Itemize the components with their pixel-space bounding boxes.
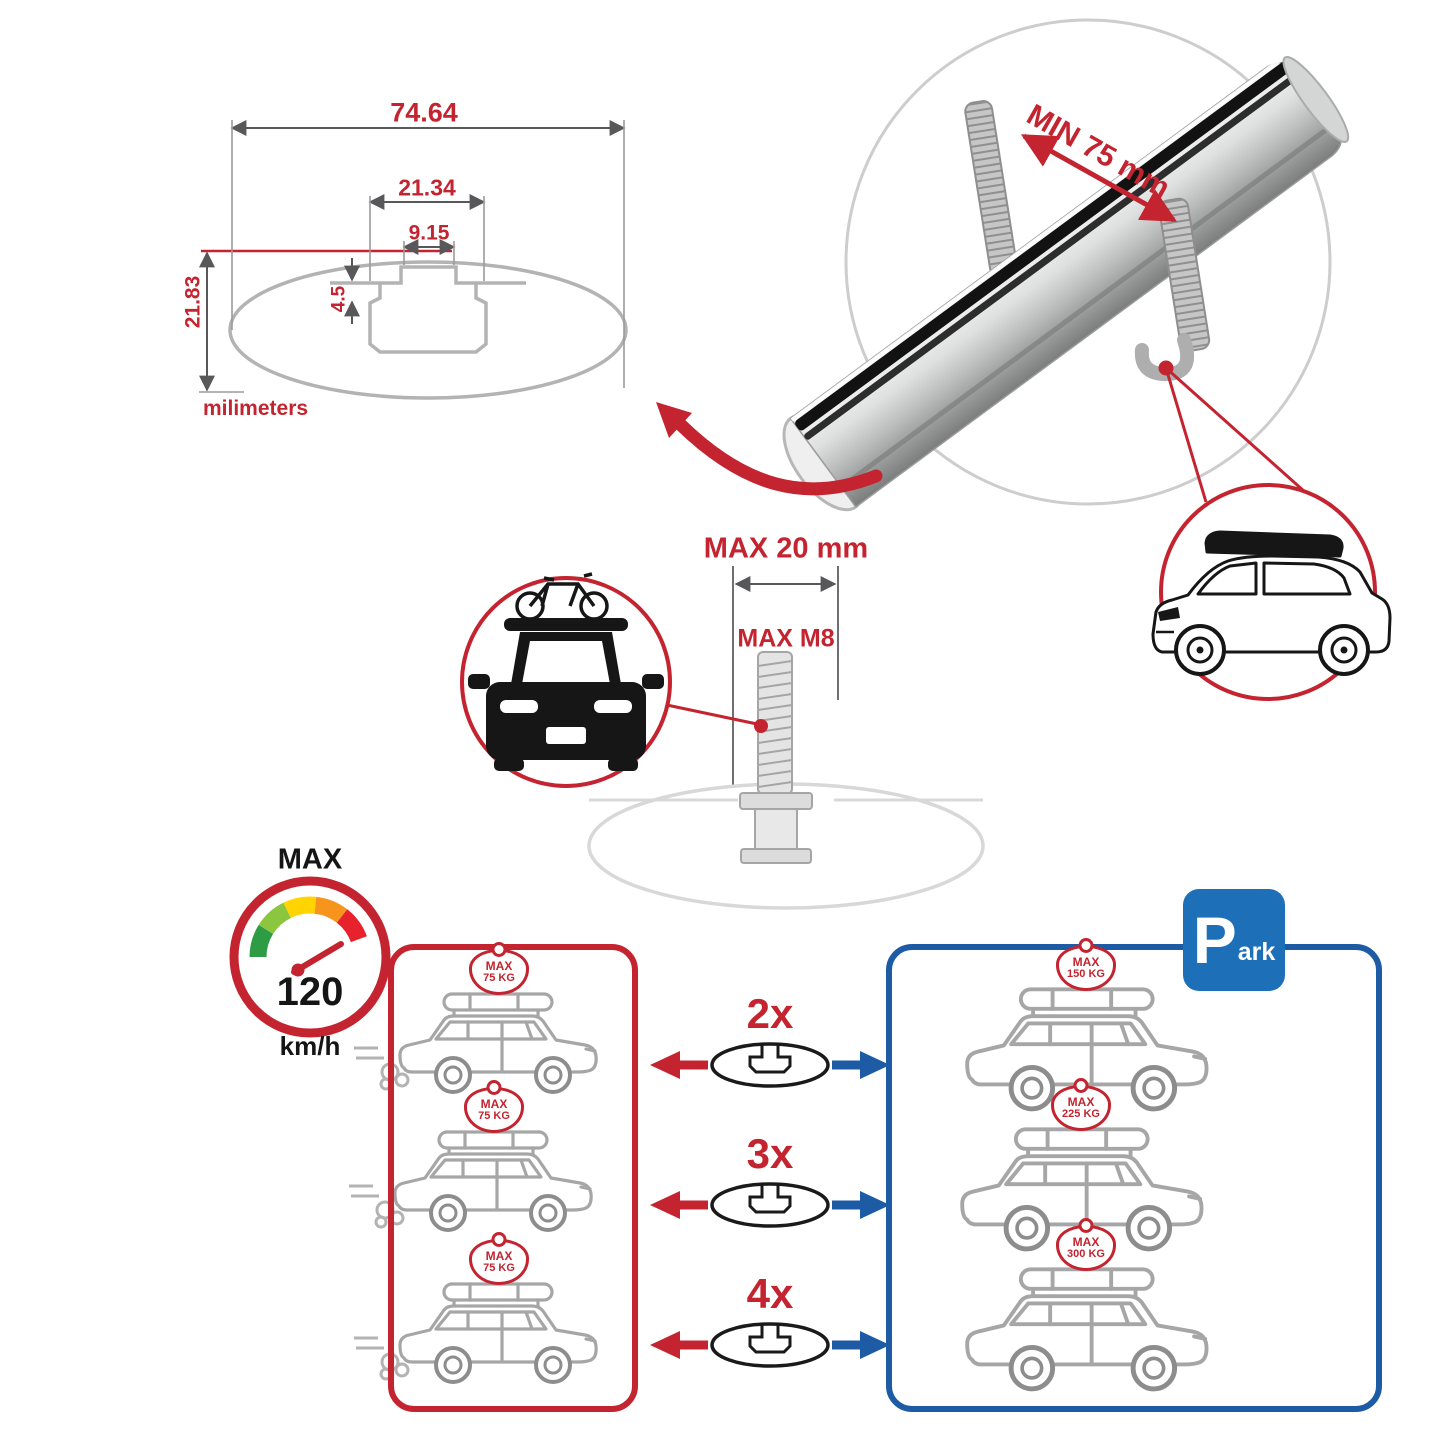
roof-load-badge: MAX 75 KG: [469, 949, 529, 995]
badge-max-label: MAX: [1072, 954, 1100, 969]
total-height-label: 21.83: [181, 275, 205, 329]
speed-units-label: km/h: [279, 1031, 341, 1061]
crossbar-render: [656, 18, 1350, 512]
badge-max-label: MAX: [485, 958, 513, 973]
parking-panel: [886, 944, 1382, 1412]
multiplier-2x-label: 2x: [746, 990, 794, 1037]
total-width-label: 74.64: [390, 97, 458, 128]
car-front-bike-icon: [468, 572, 664, 771]
bolt-icon: [739, 651, 813, 864]
roof-load-badge: MAX 225 KG: [1051, 1085, 1111, 1131]
roof-load-badge: MAX 75 KG: [469, 1239, 529, 1285]
slot-outer-width-label: 21.34: [398, 174, 456, 201]
park-sign: P ark: [1183, 889, 1285, 991]
callout-line-left: [1164, 367, 1208, 503]
cross-section-pointer-arrow: [674, 418, 883, 496]
speed-max-label: MAX: [277, 843, 343, 876]
max-bolt-length-label: MAX 20 mm: [703, 532, 869, 565]
badge-max-label: MAX: [1072, 1234, 1100, 1249]
min-75-dimension-arrow: [1020, 133, 1178, 223]
badge-max-label: MAX: [485, 1248, 513, 1263]
badge-weight-value: 225 KG: [1062, 1107, 1100, 1120]
crossbar-count-icon: [650, 1044, 890, 1086]
clamp-rod-far-icon: [964, 100, 1018, 277]
badge-max-label: MAX: [480, 1096, 508, 1111]
suv-roofbox-icon: [1151, 530, 1392, 676]
crossbar-cross-section-diagram: [199, 120, 628, 400]
step-height-label: 4.5: [328, 285, 350, 313]
multiplier-rows: [650, 1044, 890, 1366]
roof-load-badge: MAX 75 KG: [464, 1087, 524, 1133]
bolt-point-dot: [754, 719, 768, 733]
bolt-callout-line: [661, 702, 758, 726]
slot-opening-width-label: 9.15: [408, 221, 450, 245]
crossbar-count-icon: [650, 1184, 890, 1226]
multiplier-4x-label: 4x: [746, 1270, 794, 1317]
badge-weight-value: 75 KG: [478, 1109, 510, 1122]
badge-weight-value: 300 KG: [1067, 1247, 1105, 1260]
bolt-diagram: [587, 566, 985, 910]
roofbox-detail-circle: [1151, 483, 1392, 701]
badge-weight-value: 75 KG: [483, 1261, 515, 1274]
detail-zoom-circle: [844, 18, 1332, 506]
multiplier-3x-label: 3x: [746, 1130, 794, 1177]
park-sign-text: ark: [1237, 937, 1276, 966]
park-sign-letter: P: [1192, 903, 1237, 977]
speedometer-icon: [229, 876, 391, 1038]
crossbar-count-icon: [650, 1324, 890, 1366]
units-label: milimeters: [203, 397, 309, 420]
bike-rack-detail-circle: [460, 572, 672, 788]
cross-section-pointer-arrowhead: [656, 402, 692, 438]
badge-weight-value: 150 KG: [1067, 967, 1105, 980]
max-thread-label: MAX M8: [737, 624, 835, 653]
speed-value-label: 120: [276, 970, 344, 1014]
callout-line-right: [1165, 366, 1315, 502]
roof-load-badge: MAX 300 KG: [1056, 1225, 1116, 1271]
roof-load-badge: MAX 150 KG: [1056, 945, 1116, 991]
badge-weight-value: 75 KG: [483, 971, 515, 984]
badge-max-label: MAX: [1067, 1094, 1095, 1109]
driving-panel: [388, 944, 638, 1412]
